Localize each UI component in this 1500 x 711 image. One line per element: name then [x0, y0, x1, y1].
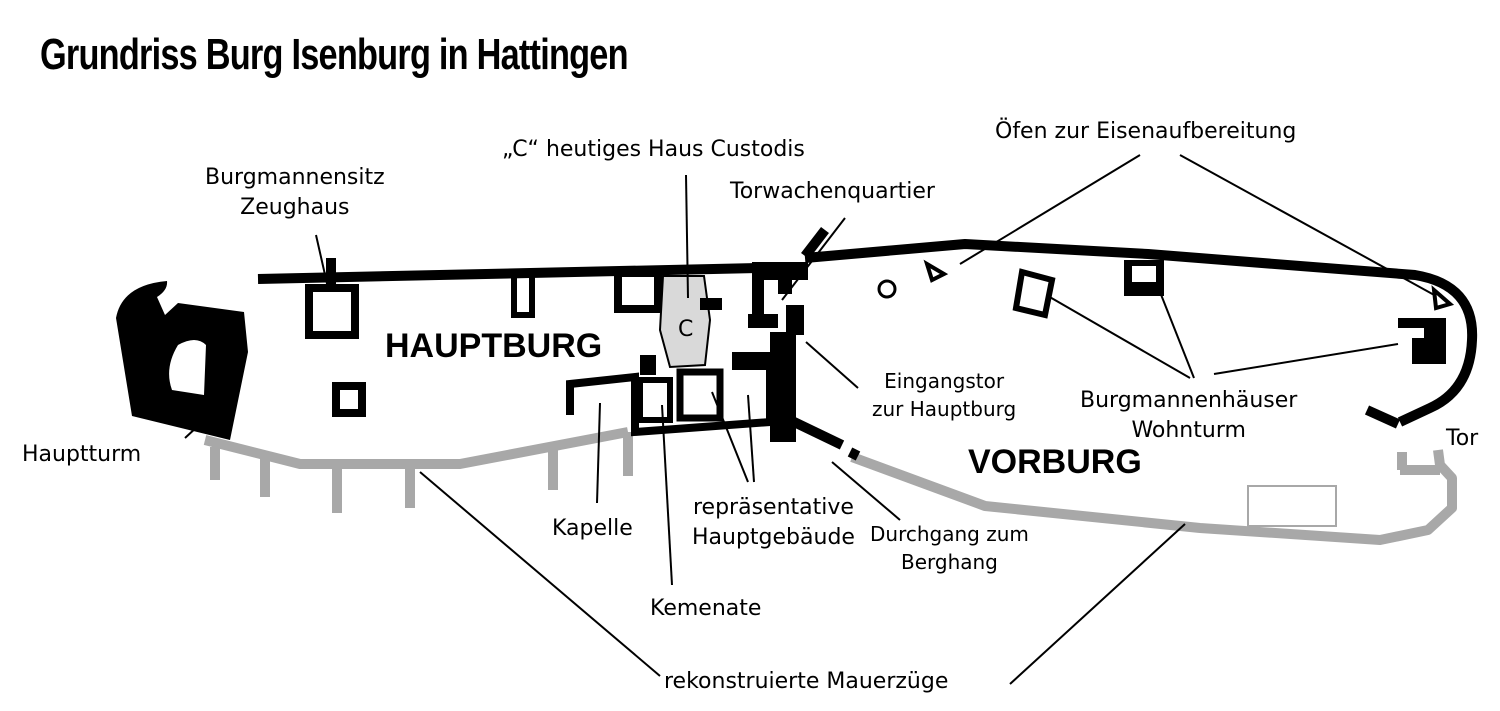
label-kapelle-text: Kapelle: [552, 516, 633, 541]
pointer-lines: [184, 154, 1437, 685]
label-torwachenquartier-text: Torwachenquartier: [730, 179, 935, 204]
label-tor: Tor: [1446, 424, 1478, 454]
hauptburg-buildings: [305, 258, 808, 442]
label-kemenate-text: Kemenate: [650, 596, 762, 621]
label-hauptturm-text: Hauptturm: [22, 442, 142, 467]
label-eingangstor: Eingangstor zur Hauptburg: [872, 367, 1016, 423]
label-tor-text: Tor: [1446, 426, 1479, 451]
label-oefen-text: Öfen zur Eisenaufbereitung: [995, 119, 1297, 144]
label-burgmannensitz-line1: Burgmannensitz: [205, 165, 385, 190]
reconstructed-walls: [203, 427, 1457, 545]
vorburg-label: VORBURG: [968, 443, 1142, 482]
label-custodis-text: „C“ heutiges Haus Custodis: [502, 137, 805, 162]
label-mauerzuege-text: rekonstruierte Mauerzüge: [664, 669, 949, 694]
label-repraesentative-line2: Hauptgebäude: [692, 525, 855, 550]
label-eingangstor-line2: zur Hauptburg: [872, 397, 1017, 421]
label-repraesentative: repräsentative Hauptgebäude: [692, 493, 855, 553]
label-durchgang-line2: Berghang: [900, 550, 998, 574]
hauptburg-text: HAUPTBURG: [385, 327, 603, 365]
label-custodis: „C“ heutiges Haus Custodis: [502, 135, 805, 165]
label-burgmannenhaeuser: Burgmannenhäuser Wohnturm: [1080, 386, 1297, 446]
label-eingangstor-line1: Eingangstor: [884, 369, 1005, 393]
hauptturm-shape: [116, 281, 248, 440]
hauptburg-label: HAUPTBURG: [385, 327, 602, 366]
label-burgmannenhaeuser-line1: Burgmannenhäuser: [1080, 388, 1298, 413]
label-hauptturm: Hauptturm: [22, 440, 141, 470]
label-kemenate: Kemenate: [650, 594, 761, 624]
label-durchgang-line1: Durchgang zum: [870, 522, 1029, 546]
vorburg-text: VORBURG: [968, 443, 1142, 481]
page-title: Grundriss Burg Isenburg in Hattingen: [40, 30, 629, 79]
label-kapelle: Kapelle: [552, 514, 633, 544]
label-mauerzuege: rekonstruierte Mauerzüge: [664, 667, 948, 697]
label-oefen: Öfen zur Eisenaufbereitung: [995, 117, 1296, 147]
label-burgmannensitz-line2: Zeughaus: [240, 195, 350, 220]
existing-walls: [257, 226, 1478, 461]
custodis-mark-text: C: [678, 317, 694, 342]
label-burgmannensitz: Burgmannensitz Zeughaus: [205, 163, 385, 223]
label-torwachenquartier: Torwachenquartier: [730, 177, 935, 207]
custodis-mark: C: [678, 315, 693, 345]
vorburg-buildings: [877, 259, 1455, 364]
label-burgmannenhaeuser-line2: Wohnturm: [1131, 418, 1246, 443]
label-repraesentative-line1: repräsentative: [693, 495, 854, 520]
label-durchgang: Durchgang zum Berghang: [870, 520, 1029, 576]
